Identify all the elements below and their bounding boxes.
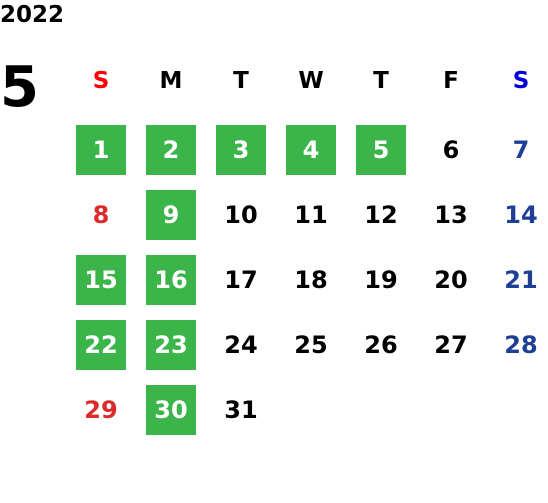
year-label: 2022: [0, 2, 65, 28]
day-cell-22[interactable]: 22: [76, 320, 126, 370]
day-cell-17[interactable]: 17: [224, 266, 258, 294]
day-cell-11[interactable]: 11: [294, 201, 328, 229]
day-cell-28[interactable]: 28: [504, 331, 538, 359]
day-cell-3[interactable]: 3: [216, 125, 266, 175]
day-cell-18[interactable]: 18: [294, 266, 328, 294]
weekday-header-wed: W: [298, 68, 324, 94]
day-cell-2[interactable]: 2: [146, 125, 196, 175]
day-cell-14[interactable]: 14: [504, 201, 538, 229]
weekday-header-tue: T: [233, 68, 249, 94]
day-cell-8[interactable]: 8: [92, 201, 110, 229]
day-cell-24[interactable]: 24: [224, 331, 258, 359]
day-cell-20[interactable]: 20: [434, 266, 468, 294]
day-cell-16[interactable]: 16: [146, 255, 196, 305]
weekday-header-sun: S: [92, 68, 110, 94]
day-cell-6[interactable]: 6: [442, 136, 460, 164]
day-cell-1[interactable]: 1: [76, 125, 126, 175]
day-cell-23[interactable]: 23: [146, 320, 196, 370]
weekday-header-fri: F: [443, 68, 459, 94]
day-cell-31[interactable]: 31: [224, 396, 258, 424]
day-cell-13[interactable]: 13: [434, 201, 468, 229]
day-cell-7[interactable]: 7: [512, 136, 530, 164]
day-cell-26[interactable]: 26: [364, 331, 398, 359]
day-cell-29[interactable]: 29: [84, 396, 118, 424]
day-cell-9[interactable]: 9: [146, 190, 196, 240]
day-cell-4[interactable]: 4: [286, 125, 336, 175]
day-cell-10[interactable]: 10: [224, 201, 258, 229]
day-cell-21[interactable]: 21: [504, 266, 538, 294]
day-cell-19[interactable]: 19: [364, 266, 398, 294]
weekday-header-sat: S: [512, 68, 530, 94]
month-number: 5: [0, 55, 39, 120]
day-cell-15[interactable]: 15: [76, 255, 126, 305]
day-cell-12[interactable]: 12: [364, 201, 398, 229]
weekday-header-mon: M: [159, 68, 183, 94]
day-cell-5[interactable]: 5: [356, 125, 406, 175]
day-cell-27[interactable]: 27: [434, 331, 468, 359]
day-cell-25[interactable]: 25: [294, 331, 328, 359]
weekday-header-thu: T: [373, 68, 389, 94]
day-cell-30[interactable]: 30: [146, 385, 196, 435]
